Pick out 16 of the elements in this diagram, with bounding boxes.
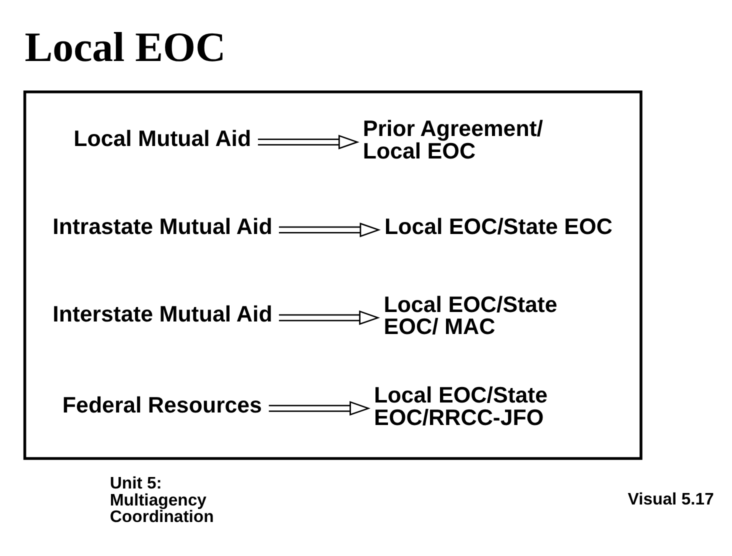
node-text: Interstate Mutual Aid: [52, 302, 272, 327]
diagram-title: Local EOC: [24, 25, 226, 72]
arrow: [278, 310, 380, 326]
label: Unit 5: Multiagency Coordination: [110, 474, 214, 526]
arrow: [258, 134, 360, 150]
node-text: Local EOC/State EOC/ MAC: [384, 292, 558, 340]
node-text: Intrastate Mutual Aid: [52, 214, 272, 239]
node-text: Local EOC/State EOC/RRCC-JFO: [374, 382, 548, 430]
node-text: Local EOC/State EOC: [384, 214, 612, 239]
node-text: Prior Agreement/ Local EOC: [362, 116, 543, 164]
cluster: [23, 90, 642, 460]
node-text: Federal Resources: [62, 392, 262, 418]
label: Visual 5.17: [628, 490, 714, 509]
node-text: Local Mutual Aid: [74, 126, 252, 151]
arrow: [278, 222, 381, 238]
arrow: [268, 401, 370, 416]
